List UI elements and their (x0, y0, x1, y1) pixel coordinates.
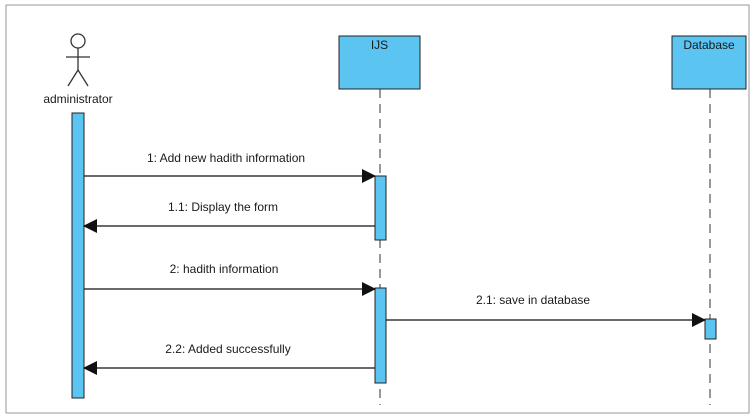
message-label-1-1: 1.1: Display the form (167, 200, 279, 214)
message-label-1: 1: Add new hadith information (146, 151, 306, 165)
diagram-frame (5, 4, 750, 414)
actor-icon (66, 33, 90, 87)
ijs-label: IJS (370, 38, 389, 52)
administrator-activation (71, 112, 85, 399)
ijs-box (338, 35, 421, 90)
database-activation (704, 318, 717, 340)
actor-label: administrator (43, 92, 113, 106)
message-label-2: 2: hadith information (169, 262, 279, 276)
database-box (671, 35, 747, 90)
message-label-2-2: 2.2: Added successfully (165, 342, 291, 356)
ijs-activation-1 (374, 175, 387, 241)
database-label: Database (683, 38, 735, 52)
ijs-activation-2 (374, 287, 387, 384)
message-label-2-1: 2.1: save in database (475, 293, 591, 307)
